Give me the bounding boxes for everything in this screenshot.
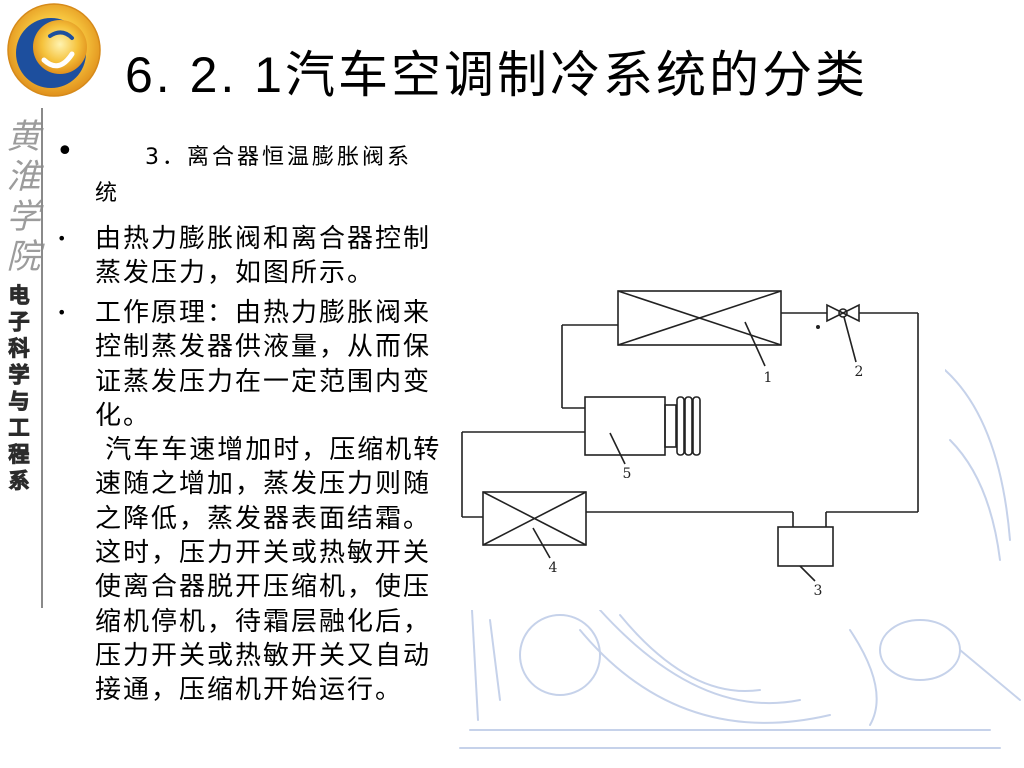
- bullet-marker: •: [57, 229, 67, 248]
- bullet-marker: •: [57, 303, 67, 322]
- bullet-marker: •: [56, 134, 74, 169]
- component-4-box: [482, 491, 587, 546]
- bullet-text: 由热力膨胀阀和离合器控制 蒸发压力，如图所示。: [95, 222, 431, 290]
- text-line: 速随之增加，蒸发压力则随: [95, 469, 432, 500]
- background-sketch-stroke: [599, 609, 801, 704]
- school-calligraphy: 黄淮学院: [0, 118, 40, 278]
- text-line: 控制蒸发器供液量，从而保: [95, 332, 432, 363]
- refrigeration-diagram: 1 2 3 4 5: [455, 270, 945, 610]
- side-divider: [41, 108, 43, 608]
- department-label: 电子科学与工程系: [6, 284, 31, 497]
- diagram-drawing: [461, 290, 919, 582]
- text-line: 蒸发压力，如图所示。: [95, 258, 376, 288]
- leader-line-3: [799, 565, 816, 582]
- text-line: 由热力膨胀阀和离合器控制: [95, 224, 432, 254]
- text-line: 压力开关或热敏开关又自动: [95, 640, 432, 671]
- component-1-box: [617, 290, 782, 346]
- component-1-cross: [617, 290, 782, 346]
- component-5-pulley: [676, 396, 685, 456]
- leader-line-5: [609, 432, 626, 465]
- text-line: 统: [95, 181, 121, 206]
- text-line: 汽车车速增加时，压缩机转: [95, 435, 442, 466]
- leader-line-4: [532, 527, 551, 559]
- text-line: 接通，压缩机开始运行。: [95, 675, 404, 706]
- text-line: 3．离合器恒温膨胀阀系: [145, 145, 412, 170]
- label-4: 4: [549, 560, 558, 576]
- component-5-pulley: [692, 396, 701, 456]
- component-5-clutch: [664, 404, 677, 448]
- text-line: 之降低，蒸发器表面结霜。: [95, 503, 432, 534]
- text-line: 工作原理：由热力膨胀阀来: [95, 298, 432, 328]
- background-sketch-stroke: [619, 614, 761, 692]
- text-line: 化。: [95, 400, 152, 431]
- text-line: 证蒸发压力在一定范围内变: [95, 366, 432, 397]
- background-sketch: [459, 369, 1021, 749]
- logo-icon: [7, 3, 101, 97]
- background-sketch-stroke: [849, 629, 878, 726]
- label-5: 5: [623, 466, 632, 482]
- component-3-box: [777, 526, 834, 567]
- text-line: 使离合器脱开压缩机，使压: [95, 572, 432, 603]
- background-sketch-stroke: [471, 609, 479, 721]
- text-line: 这时，压力开关或热敏开关: [95, 538, 432, 569]
- logo-highlight: [48, 30, 74, 40]
- leader-line-1: [744, 321, 766, 367]
- background-sketch-stroke: [879, 619, 961, 681]
- page-title: 6. 2. 1汽车空调制冷系统的分类: [125, 47, 868, 103]
- bullet-text: 3．离合器恒温膨胀阀系 统: [95, 140, 412, 212]
- component-2-valve-core: [838, 308, 848, 318]
- background-sketch-stroke: [949, 439, 1001, 561]
- component-5-pulley: [684, 396, 693, 456]
- label-3: 3: [814, 583, 823, 599]
- label-1: 1: [764, 370, 773, 386]
- background-sketch-stroke: [944, 369, 1011, 541]
- label-2: 2: [855, 364, 864, 380]
- logo-highlight: [41, 51, 75, 69]
- background-sketch-stroke: [489, 619, 501, 701]
- background-sketch-stroke: [519, 614, 601, 696]
- text-line: 缩机停机，待霜层融化后，: [95, 606, 432, 637]
- leader-line-2: [843, 316, 857, 363]
- bullet-text: 工作原理：由热力膨胀阀来 控制蒸发器供液量，从而保 证蒸发压力在一定范围内变 化…: [95, 296, 441, 708]
- background-sketch-stroke: [959, 649, 1021, 701]
- component-4-cross: [482, 491, 587, 546]
- diagram-dot: [815, 324, 820, 329]
- background-sketch-stroke: [579, 629, 831, 724]
